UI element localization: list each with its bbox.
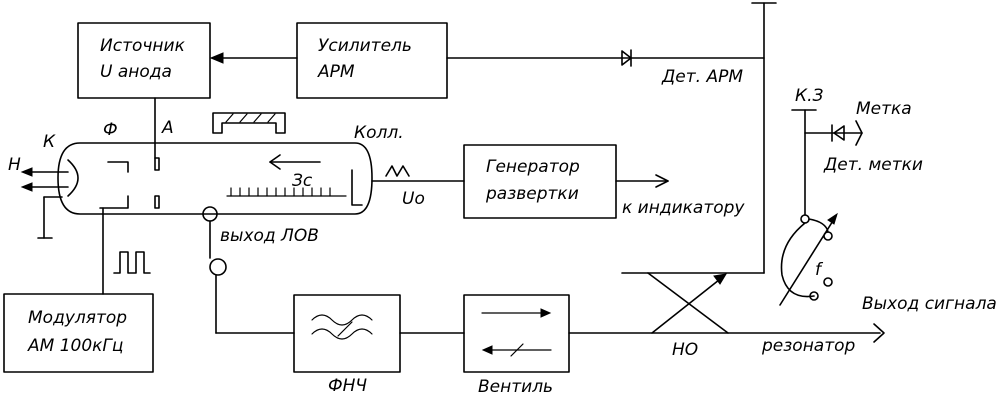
anode-electrode bbox=[154, 157, 160, 171]
amplifier-label-line2: АРМ bbox=[317, 62, 355, 82]
cathode-icon bbox=[67, 159, 79, 197]
focus-electrode bbox=[107, 161, 129, 173]
u0-source-icon bbox=[385, 165, 410, 177]
short-circuit-line bbox=[791, 109, 817, 216]
det-marker-label: Дет. метки bbox=[823, 155, 923, 175]
marker-label: Метка bbox=[856, 99, 912, 119]
collector-electrode bbox=[351, 169, 363, 206]
amplifier-label-line1: Усилитель bbox=[318, 36, 412, 56]
wave-label: Зс bbox=[292, 171, 313, 191]
coupling-loop-icon bbox=[209, 258, 227, 276]
cathode-label: К bbox=[43, 132, 56, 152]
modulator-label-line2: АМ 100кГц bbox=[27, 336, 123, 356]
bwo-output-label: выход ЛОВ bbox=[220, 226, 319, 246]
lpf-label: ФНЧ bbox=[328, 376, 367, 396]
diode-icon bbox=[621, 49, 632, 67]
pulse-train-icon bbox=[113, 251, 151, 274]
freq-label: f bbox=[815, 260, 824, 280]
generator-block: Генератор развертки bbox=[463, 144, 617, 219]
modulator-label-line1: Модулятор bbox=[28, 308, 127, 328]
tunable-resonator bbox=[779, 212, 838, 306]
source-label-line2: U анода bbox=[100, 62, 172, 82]
focus-label: Ф bbox=[103, 120, 118, 140]
isolator-block: Вентиль bbox=[463, 294, 570, 397]
resonator-label: резонатор bbox=[761, 336, 856, 356]
source-amplifier-link bbox=[209, 52, 298, 64]
bwo-tube: Зс bbox=[20, 142, 373, 239]
source-label-line1: Источник bbox=[100, 36, 186, 56]
modulator-block: Модулятор АМ 100кГц bbox=[3, 293, 154, 373]
main-signal-line bbox=[399, 323, 885, 343]
to-indicator-label: к индикатору bbox=[622, 198, 745, 218]
directional-coupler bbox=[647, 272, 729, 334]
signal-output-arrow bbox=[873, 323, 885, 343]
magnet-icon bbox=[212, 112, 286, 134]
bwo-output-path bbox=[209, 220, 295, 334]
det-arm-line bbox=[621, 2, 777, 274]
amplifier-block: Усилитель АРМ bbox=[296, 22, 448, 99]
lpf-wave-icon bbox=[311, 314, 373, 326]
anode-label: А bbox=[161, 118, 174, 138]
collector-label: Колл. bbox=[354, 123, 404, 143]
kz-label: К.З bbox=[795, 86, 823, 106]
marker-detector bbox=[804, 120, 863, 146]
signal-output-label: Выход сигнала bbox=[862, 294, 997, 314]
slow-wave-structure bbox=[226, 187, 347, 197]
tuning-arrow-icon bbox=[779, 215, 837, 306]
amplifier-detector-link bbox=[446, 49, 765, 67]
indicator-link bbox=[615, 174, 669, 188]
generator-label-line2: развертки bbox=[485, 184, 579, 204]
modulator-link bbox=[102, 207, 151, 295]
collector-generator-link bbox=[371, 165, 465, 182]
u0-label: Uо bbox=[402, 189, 425, 209]
coupler-label: НО bbox=[672, 340, 698, 360]
isolator-label: Вентиль bbox=[478, 377, 553, 397]
det-arm-label: Дет. АРМ bbox=[661, 67, 743, 87]
source-block: Источник U анода bbox=[77, 22, 211, 99]
lpf-block: ФНЧ bbox=[293, 294, 401, 396]
generator-label-line1: Генератор bbox=[486, 157, 580, 177]
heater-label: Н bbox=[8, 155, 21, 175]
